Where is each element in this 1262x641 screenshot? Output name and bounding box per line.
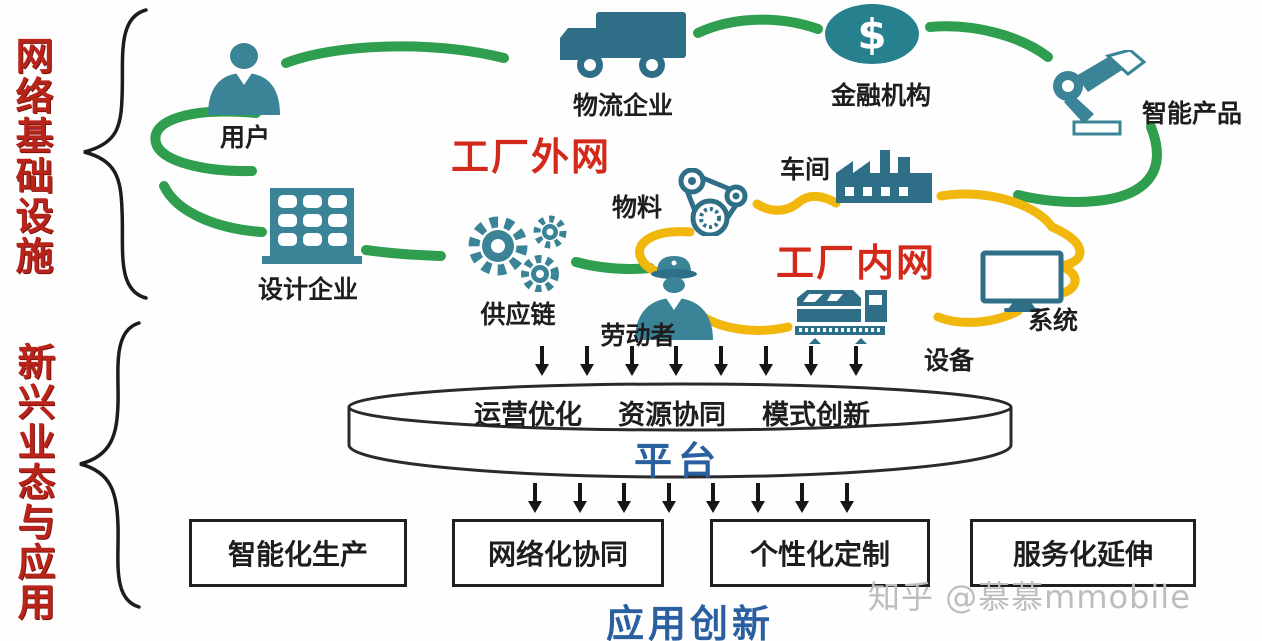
down-arrow-icon	[669, 346, 684, 377]
application-box-personalized-customization: 个性化定制	[710, 519, 930, 587]
node-label-worker: 劳动者	[600, 321, 676, 350]
monitor-icon	[980, 250, 1064, 312]
user-icon	[208, 43, 280, 115]
node-label-design: 设计企业	[257, 275, 359, 304]
bottom-caption-application-innovation: 应用创新	[605, 602, 774, 641]
down-arrow-icon	[528, 483, 542, 514]
down-arrow-icon	[795, 483, 809, 514]
down-arrow-icon	[750, 483, 765, 514]
platform-function-resource: 资源协同	[618, 400, 726, 431]
belt-pulley-icon	[678, 168, 748, 236]
node-label-workshop: 车间	[779, 155, 831, 184]
dollar-coin-icon: $	[825, 4, 919, 64]
factory-icon	[836, 150, 932, 203]
down-arrow-icon	[624, 346, 639, 377]
top-brace	[83, 8, 148, 300]
node-label-supply-chain: 供应链	[480, 300, 556, 329]
node-label-logistics: 物流企业	[572, 91, 674, 120]
down-arrow-icon	[617, 483, 631, 514]
building-icon	[262, 188, 362, 264]
platform-function-model: 模式创新	[762, 400, 870, 431]
down-arrow-icon	[535, 346, 549, 377]
down-arrow-icon	[572, 483, 587, 514]
node-label-material: 物料	[611, 193, 663, 222]
node-label-smart-product: 智能产品	[1141, 99, 1243, 128]
platform-function-operation: 运营优化	[474, 400, 582, 431]
down-arrow-icon	[706, 483, 720, 514]
application-box-networked-collaboration: 网络化协同	[452, 519, 664, 587]
node-label-equipment: 设备	[923, 346, 975, 375]
down-arrow-icon	[759, 346, 773, 377]
node-label-finance: 金融机构	[830, 81, 932, 110]
application-box-intelligent-production: 智能化生产	[189, 519, 407, 587]
platform-title: 平台	[633, 439, 722, 483]
down-arrow-icon	[661, 483, 676, 514]
robot-arm-icon	[1053, 50, 1147, 136]
factory-internal-network-label: 工厂内网	[775, 241, 937, 285]
platform-cylinder	[347, 382, 1013, 479]
watermark: 知乎 @慕慕mmobile	[868, 578, 1191, 616]
side-label-emerging-business: 新兴业态与应用	[11, 342, 55, 622]
bottom-brace	[79, 321, 141, 609]
down-arrow-icon	[839, 483, 854, 514]
platform-functions-row: 运营优化 资源协同 模式创新	[350, 393, 994, 432]
down-arrow-icon	[579, 346, 594, 377]
node-label-user: 用户	[219, 123, 271, 152]
factory-external-network-label: 工厂外网	[450, 135, 612, 179]
svg-text:$: $	[857, 10, 886, 59]
down-arrow-icon	[803, 346, 818, 377]
machine-icon	[795, 290, 887, 344]
side-label-network-infrastructure: 网络基础设施	[9, 36, 53, 276]
node-label-system: 系统	[1027, 306, 1079, 335]
down-arrow-icon	[714, 346, 729, 377]
application-box-service-extension: 服务化延伸	[970, 519, 1196, 587]
worker-icon	[635, 256, 713, 340]
down-arrow-icon	[848, 346, 863, 377]
truck-icon	[560, 12, 686, 78]
gears-icon	[468, 215, 567, 292]
